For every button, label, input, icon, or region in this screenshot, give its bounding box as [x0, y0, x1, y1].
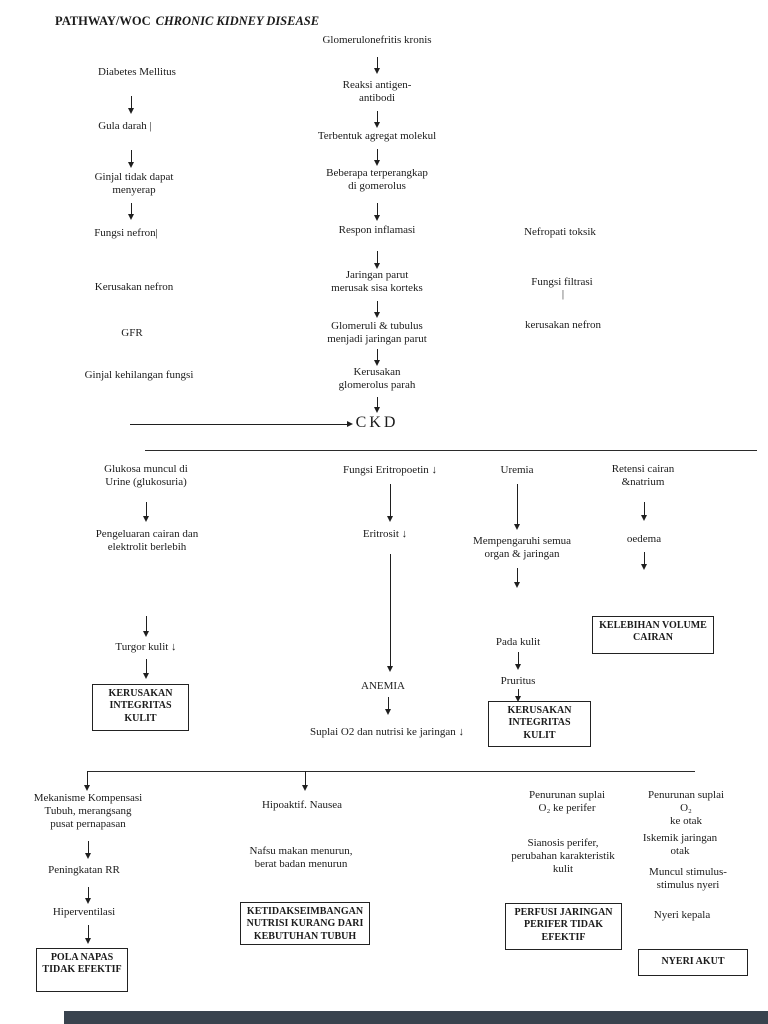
- dx-box-kerusakan-integritas-kulit-1: KERUSAKAN INTEGRITAS KULIT: [92, 684, 189, 731]
- arrow-down-icon: [127, 203, 134, 220]
- node-mekanisme-kompensasi: Mekanisme Kompensasi Tubuh, merangsang p…: [33, 792, 143, 830]
- node-glukosa-muncul: Glukosa muncul di Urine (glukosuria): [104, 463, 188, 488]
- arrow-down-icon: [142, 502, 149, 522]
- node-nyeri-kepala: Nyeri kepala: [653, 909, 711, 921]
- node-ginjal-tidak-dapat-menyerap: Ginjal tidak dapat menyerap: [94, 171, 174, 196]
- arrow-down-icon: [84, 925, 91, 944]
- node-diabetes-mellitus: Diabetes Mellitus: [98, 66, 176, 78]
- node-gula-darah: Gula darah |: [98, 120, 152, 132]
- node-ckd: CKD: [355, 414, 399, 431]
- node-nafsu-makan-menurun: Nafsu makan menurun, berat badan menurun: [249, 845, 353, 870]
- node-kerusakan-nefron-2: kerusakan nefron: [524, 319, 602, 331]
- dx-box-kerusakan-integritas-kulit-2: KERUSAKAN INTEGRITAS KULIT: [488, 701, 591, 747]
- arrow-down-icon: [84, 887, 91, 904]
- node-reaksi-antigen-antibodi: Reaksi antigen- antibodi: [342, 79, 412, 104]
- arrow-down-icon: [514, 689, 521, 702]
- node-iskemik-jaringan-otak: Iskemik jaringan otak: [642, 832, 718, 857]
- divider-line-top: [145, 450, 757, 451]
- node-sianosis-perifer: Sianosis perifer, perubahan karakteristi…: [511, 837, 615, 875]
- node-kerusakan-nefron: Kerusakan nefron: [94, 281, 174, 293]
- arrow-down-icon: [373, 57, 380, 74]
- page-title-disease: CHRONIC KIDNEY DISEASE: [155, 14, 320, 28]
- node-turgor-kulit: Turgor kulit ↓: [115, 641, 177, 653]
- arrow-down-icon: [386, 554, 393, 672]
- arrow-down-icon: [640, 502, 647, 521]
- arrow-down-icon: [373, 301, 380, 318]
- arrow-down-icon: [373, 251, 380, 269]
- branch-arrow-down-icon: [301, 771, 308, 791]
- dx-box-perfusi-jaringan-perifer: PERFUSI JARINGAN PERIFER TIDAK EFEKTIF: [505, 903, 622, 950]
- node-anemia: ANEMIA: [361, 680, 405, 692]
- node-beberapa-terperangkap: Beberapa terperangkap di gomerolus: [326, 167, 428, 192]
- branch-arrow-down-icon: [83, 771, 90, 791]
- arrow-down-icon: [127, 96, 134, 114]
- node-penurunan-suplai-otak: Penurunan suplai O₂ ke otak: [647, 789, 725, 827]
- node-suplai-o2-nutrisi: Suplai O2 dan nutrisi ke jaringan ↓: [310, 726, 464, 738]
- node-eritrosit: Eritrosit ↓: [362, 528, 408, 540]
- node-pada-kulit: Pada kulit: [495, 636, 541, 648]
- node-glomeruli-tubulus-parut: Glomeruli & tubulus menjadi jaringan par…: [327, 320, 427, 345]
- arrow-to-ckd-icon: [130, 420, 353, 427]
- arrow-down-icon: [142, 659, 149, 679]
- page-title: PATHWAY/WOC CHRONIC KIDNEY DISEASE: [55, 14, 319, 29]
- node-hiperventilasi: Hiperventilasi: [52, 906, 116, 918]
- node-ginjal-kehilangan-fungsi: Ginjal kehilangan fungsi: [84, 369, 194, 381]
- node-fungsi-filtrasi-drop: |: [561, 288, 565, 300]
- divider-line-bottom: [87, 771, 695, 772]
- node-pruritus: Pruritus: [500, 675, 536, 687]
- page-title-prefix: PATHWAY/WOC: [55, 14, 151, 28]
- node-nefropati-toksik: Nefropati toksik: [524, 226, 596, 238]
- arrow-down-icon: [514, 652, 521, 670]
- dx-box-kelebihan-volume-cairan: KELEBIHAN VOLUME CAIRAN: [592, 616, 714, 654]
- node-terbentuk-agregat-molekul: Terbentuk agregat molekul: [317, 130, 437, 142]
- node-fungsi-filtrasi: Fungsi filtrasi: [531, 276, 593, 288]
- node-gfr: GFR: [121, 327, 143, 339]
- node-penurunan-suplai-perifer: Penurunan suplai O₂ ke perifer: [528, 789, 606, 814]
- arrow-down-icon: [127, 150, 134, 168]
- dx-box-nyeri-akut: NYERI AKUT: [638, 949, 748, 976]
- node-respon-inflamasi: Respon inflamasi: [338, 224, 416, 236]
- arrow-down-icon: [142, 616, 149, 637]
- node-fungsi-nefron: Fungsi nefron|: [94, 227, 158, 239]
- node-jaringan-parut-korteks: Jaringan parut merusak sisa korteks: [331, 269, 423, 294]
- node-kerusakan-glomerolus-parah: Kerusakan glomerolus parah: [338, 366, 416, 391]
- arrow-down-icon: [513, 484, 520, 530]
- arrow-down-icon: [373, 149, 380, 166]
- node-uremia: Uremia: [500, 464, 534, 476]
- arrow-down-icon: [373, 397, 380, 413]
- node-peningkatan-rr: Peningkatan RR: [48, 864, 120, 876]
- node-oedema: oedema: [626, 533, 662, 545]
- arrow-down-icon: [373, 203, 380, 221]
- node-pengeluaran-cairan: Pengeluaran cairan dan elektrolit berleb…: [95, 528, 199, 553]
- arrow-down-icon: [384, 697, 391, 715]
- arrow-down-icon: [640, 552, 647, 570]
- node-retensi-cairan: Retensi cairan &natrium: [611, 463, 675, 488]
- horizontal-scrollbar[interactable]: [64, 1011, 768, 1024]
- node-fungsi-eritropoetin: Fungsi Eritropoetin ↓: [342, 464, 438, 476]
- dx-box-pola-napas-tidak-efektif: POLA NAPAS TIDAK EFEKTIF: [36, 948, 128, 992]
- node-mempengaruhi-organ: Mempengaruhi semua organ & jaringan: [472, 535, 572, 560]
- arrow-down-icon: [373, 111, 380, 128]
- node-muncul-stimulus-nyeri: Muncul stimulus- stimulus nyeri: [649, 866, 727, 891]
- arrow-down-icon: [386, 484, 393, 522]
- arrow-down-icon: [373, 349, 380, 366]
- arrow-down-icon: [84, 841, 91, 859]
- dx-box-ketidakseimbangan-nutrisi: KETIDAKSEIMBANGAN NUTRISI KURANG DARI KE…: [240, 902, 370, 945]
- node-hipoaktif-nausea: Hipoaktif. Nausea: [261, 799, 343, 811]
- node-glomerulonefritis-kronis: Glomerulonefritis kronis: [322, 34, 432, 46]
- arrow-down-icon: [513, 568, 520, 588]
